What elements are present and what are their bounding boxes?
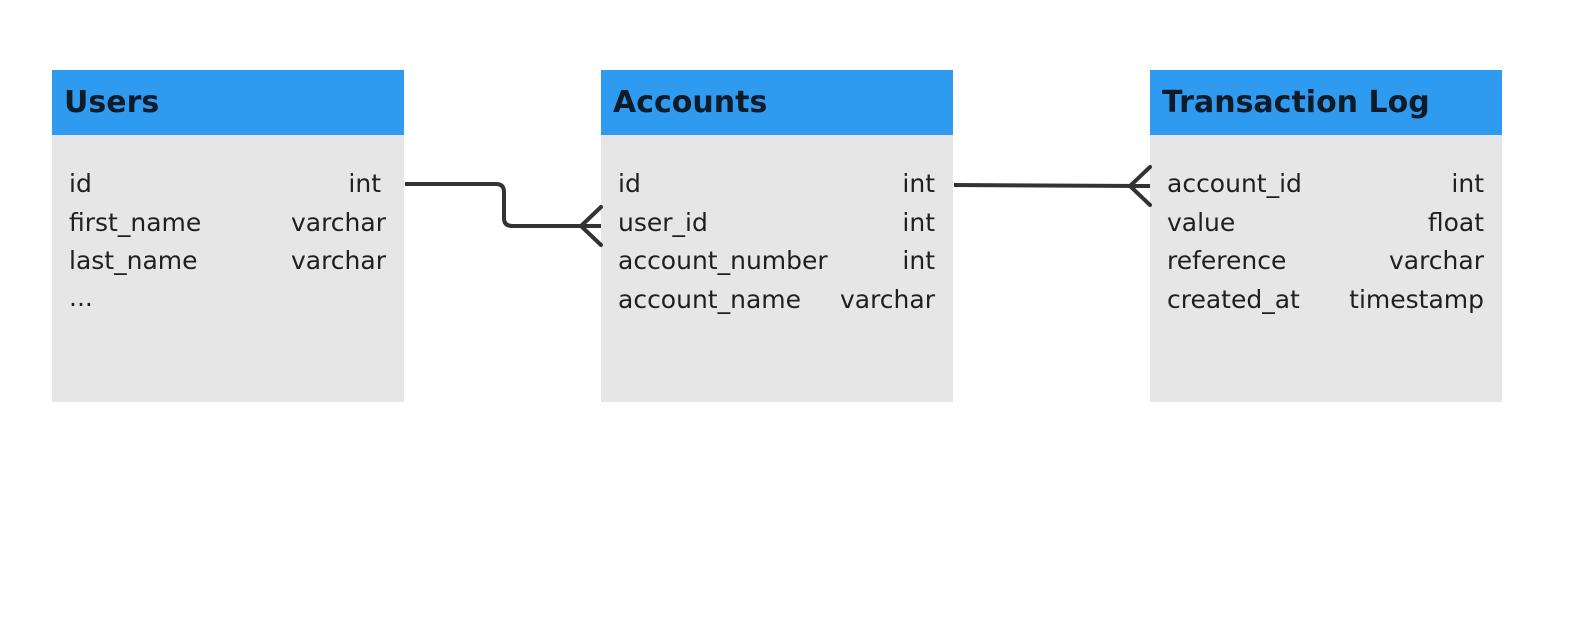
table-row[interactable]: id int <box>69 167 386 206</box>
connector-accounts-transaction-log[interactable] <box>953 183 1151 188</box>
field-type: varchar <box>839 285 935 315</box>
transaction-log-table-title: Transaction Log <box>1162 85 1430 120</box>
table-row[interactable]: user_id int <box>618 206 935 245</box>
table-row[interactable]: last_name varchar <box>69 244 386 283</box>
table-row[interactable]: account_name varchar <box>618 283 935 322</box>
crows-foot-icon <box>579 205 603 247</box>
accounts-table-header: Accounts <box>601 70 953 135</box>
field-type: int <box>902 169 935 198</box>
accounts-table-title: Accounts <box>613 85 768 120</box>
field-name: account_id <box>1167 169 1302 198</box>
field-name: last_name <box>69 246 198 276</box>
accounts-table[interactable]: Accounts id int user_id int account_numb… <box>601 70 953 402</box>
field-type: varchar <box>1388 246 1484 276</box>
field-name: id <box>618 169 641 198</box>
table-row[interactable]: account_id int <box>1167 167 1484 206</box>
table-row[interactable]: account_number int <box>618 244 935 283</box>
field-type: float <box>1427 207 1484 237</box>
field-name: account_number <box>618 246 828 276</box>
field-name: account_name <box>618 285 801 315</box>
connector-users-accounts[interactable] <box>405 182 601 228</box>
table-row[interactable]: first_name varchar <box>69 206 386 245</box>
field-type: timestamp <box>1349 285 1484 315</box>
users-table-body: id int first_name varchar last_name varc… <box>52 135 404 313</box>
accounts-table-body: id int user_id int account_number int ac… <box>601 135 953 322</box>
field-name: created_at <box>1167 285 1300 315</box>
users-table-title: Users <box>64 85 160 120</box>
field-name: reference <box>1167 246 1287 276</box>
field-name: value <box>1167 207 1236 237</box>
transaction-log-table-body: account_id int value float reference var… <box>1150 135 1502 322</box>
transaction-log-table-header: Transaction Log <box>1150 70 1502 135</box>
field-type: int <box>902 246 935 276</box>
users-table-header: Users <box>52 70 404 135</box>
field-type: int <box>1451 169 1484 198</box>
crows-foot-icon <box>1128 165 1152 207</box>
field-type: varchar <box>290 246 386 276</box>
table-row[interactable]: value float <box>1167 206 1484 245</box>
field-name: user_id <box>618 207 708 237</box>
table-row[interactable]: reference varchar <box>1167 244 1484 283</box>
field-type: int <box>348 169 381 198</box>
field-type: int <box>902 207 935 237</box>
field-type: varchar <box>290 207 386 237</box>
table-row[interactable]: id int <box>618 167 935 206</box>
field-name: id <box>69 169 92 198</box>
more-fields-ellipsis: ... <box>69 283 93 313</box>
field-name: first_name <box>69 207 202 237</box>
table-row[interactable]: created_at timestamp <box>1167 283 1484 322</box>
users-table[interactable]: Users id int first_name varchar last_nam… <box>52 70 404 402</box>
transaction-log-table[interactable]: Transaction Log account_id int value flo… <box>1150 70 1502 402</box>
